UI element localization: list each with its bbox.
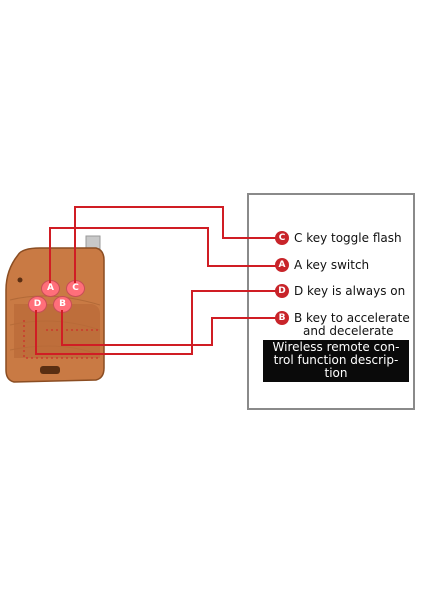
legend-text-b: B key to accelerate — [294, 311, 410, 325]
badge-c: C — [275, 231, 289, 245]
legend-text-b-continuation: and decelerate — [303, 324, 394, 338]
legend-text-d: D key is always on — [294, 284, 406, 298]
legend-text-a: A key switch — [294, 258, 370, 272]
legend-item-c: C C key toggle flash — [275, 230, 402, 246]
leader-line-c — [74, 206, 276, 283]
badge-b: B — [275, 311, 289, 325]
legend-text-c: C key toggle flash — [294, 231, 402, 245]
description-line-1: Wireless remote con- — [272, 340, 400, 354]
badge-d: D — [275, 284, 289, 298]
leader-line-a — [49, 227, 276, 283]
remote-button-d: D — [28, 296, 47, 313]
legend-item-b: B B key to accelerate — [275, 310, 410, 326]
legend-item-d: D D key is always on — [275, 283, 405, 299]
description-line-2: trol function descrip- — [273, 353, 399, 367]
leader-line-b — [61, 310, 276, 346]
leader-line-d — [35, 290, 276, 355]
legend-item-a: A A key switch — [275, 257, 369, 273]
description-box: Wireless remote con- trol function descr… — [263, 340, 409, 382]
badge-a: A — [275, 258, 289, 272]
description-line-3: tion — [324, 366, 348, 380]
